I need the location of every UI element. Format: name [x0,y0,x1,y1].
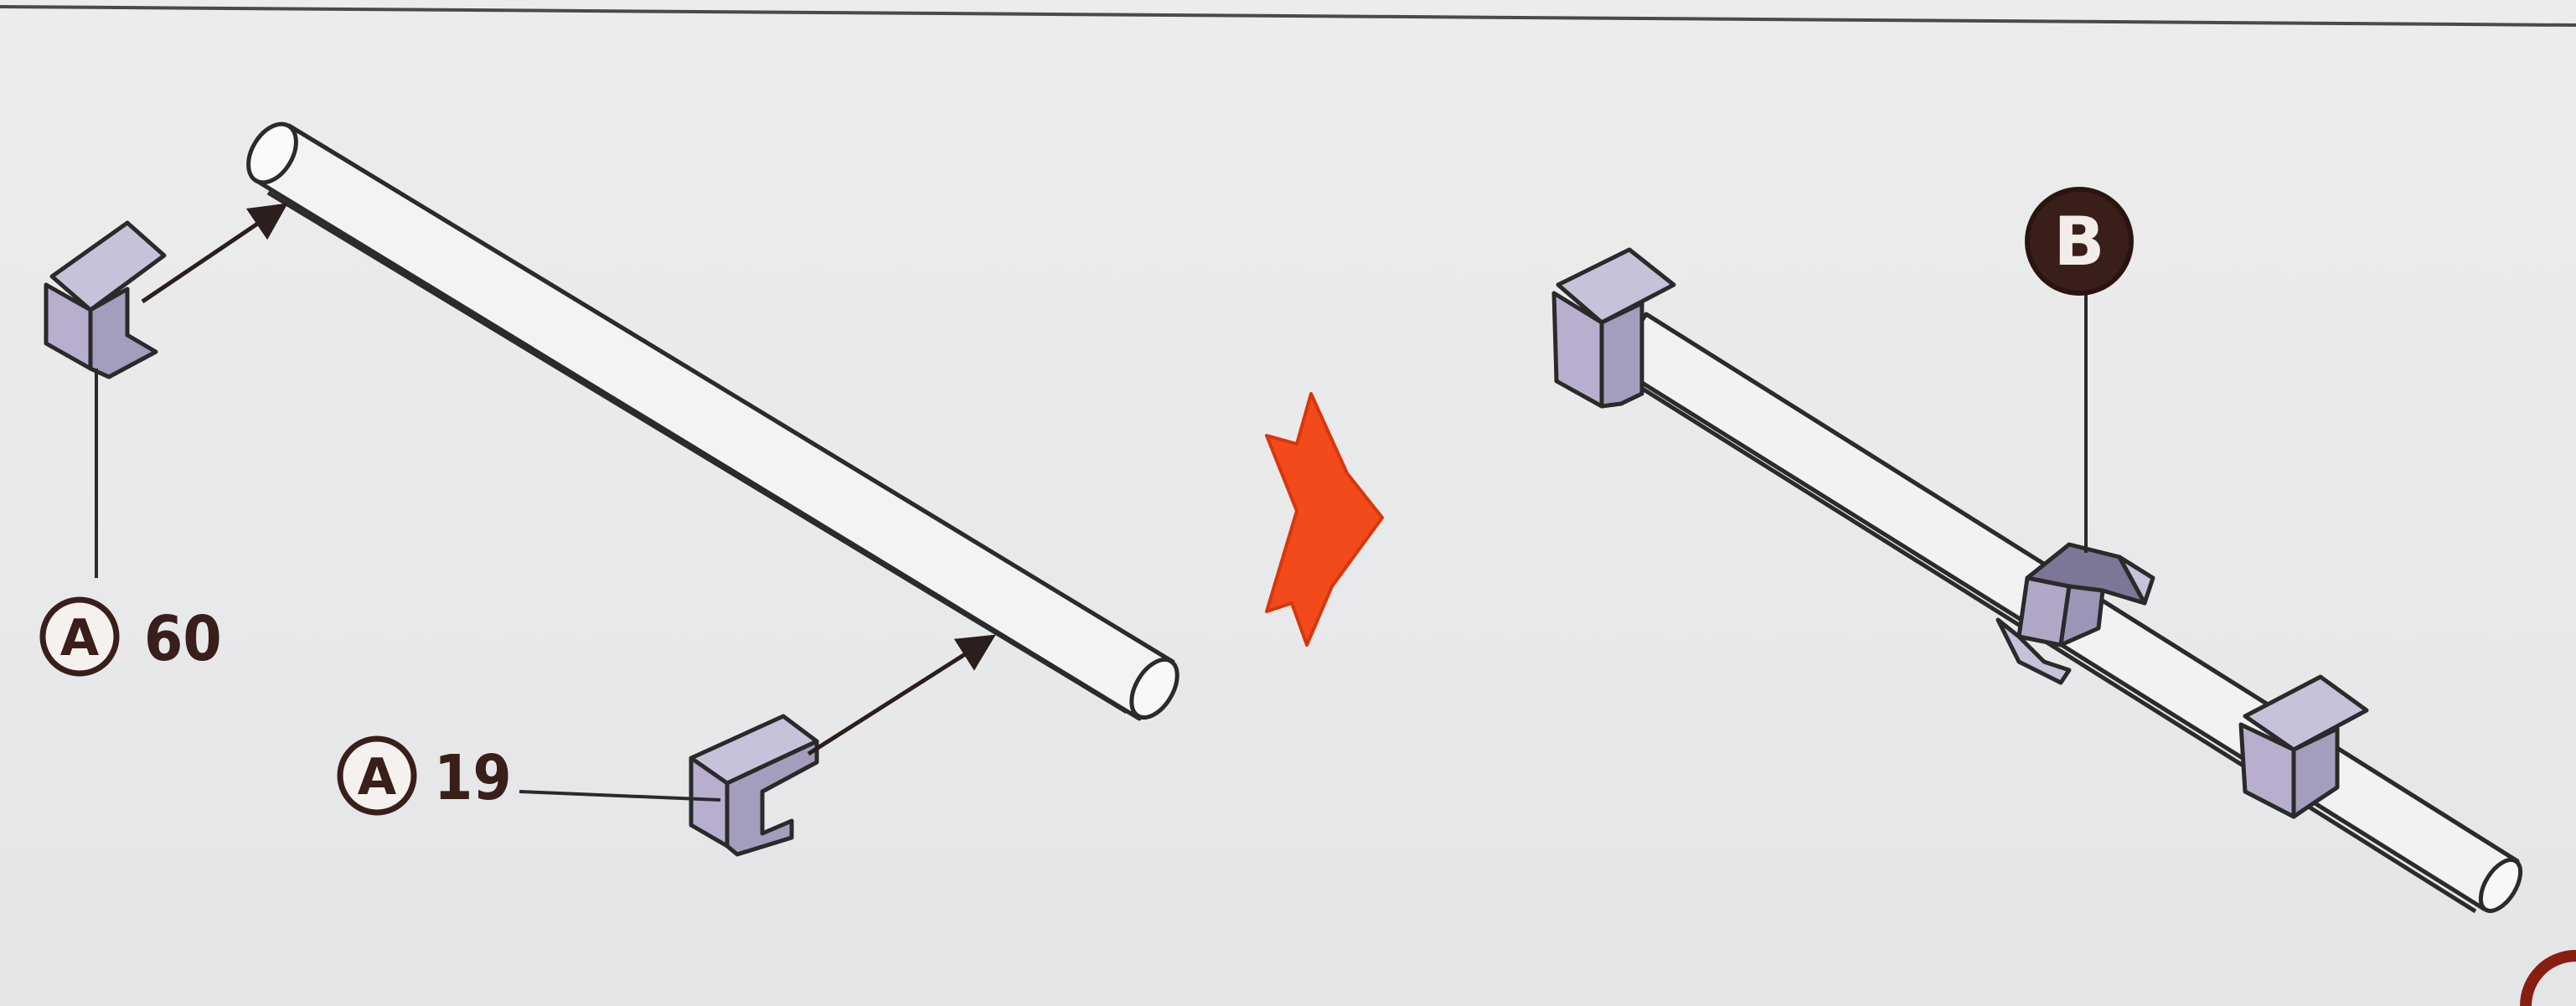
right-arrow-icon [1265,392,1384,647]
callout-letter-b: B [2054,203,2105,281]
callout-a60: A 60 [39,596,222,677]
callout-circle-b [2025,187,2134,296]
callout-b: B [2025,187,2134,296]
arrow-a19-to-tube [807,634,996,756]
callout-a19: A 19 [337,735,512,816]
step-left-exploded: A 60 A 19 [39,121,1180,857]
top-border-line [0,5,2576,27]
tube-part [246,121,1180,721]
next-step-marker-partial [2520,950,2576,1006]
callout-circle-a60 [39,596,120,677]
callout-letter-a19: A [358,748,397,807]
arrow-a60-to-tube [141,203,288,304]
leader-line-a19 [519,790,721,802]
callout-letter-a60: A [60,609,100,668]
step-right-assembled: B [1551,187,2523,914]
assembled-bracket-b [1995,542,2155,685]
clip-part-a19 [689,714,819,857]
callout-number-a60: 60 [144,603,222,675]
clip-part-a60 [44,220,167,379]
assembled-far-clip [2238,674,2369,819]
assembled-end-clip [1551,247,1676,409]
callout-circle-a19 [337,735,417,816]
callout-number-a19: 19 [434,742,512,814]
